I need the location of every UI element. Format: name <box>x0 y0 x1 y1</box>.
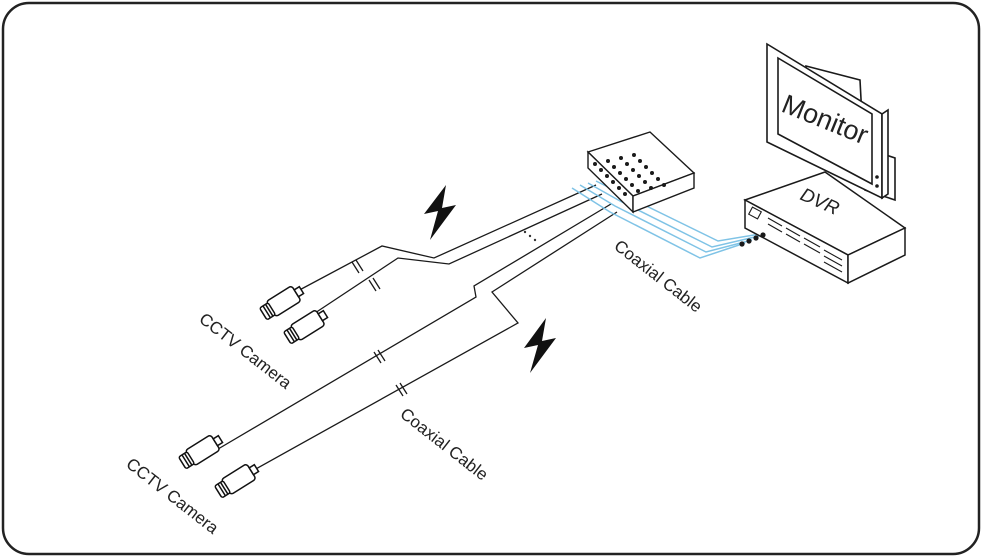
camera-icon <box>283 309 329 344</box>
camera-icon <box>178 434 224 469</box>
lower-camera-cables <box>212 203 618 476</box>
camera-icon <box>259 285 305 320</box>
camera-icon <box>214 463 260 498</box>
dvr-unit <box>739 171 907 285</box>
monitor <box>766 42 896 202</box>
upper-camera-cables <box>291 184 603 316</box>
ellipsis-dots <box>523 230 537 242</box>
lightning-icon <box>424 185 456 240</box>
distribution-box <box>586 131 696 214</box>
lightning-icon <box>524 318 556 373</box>
